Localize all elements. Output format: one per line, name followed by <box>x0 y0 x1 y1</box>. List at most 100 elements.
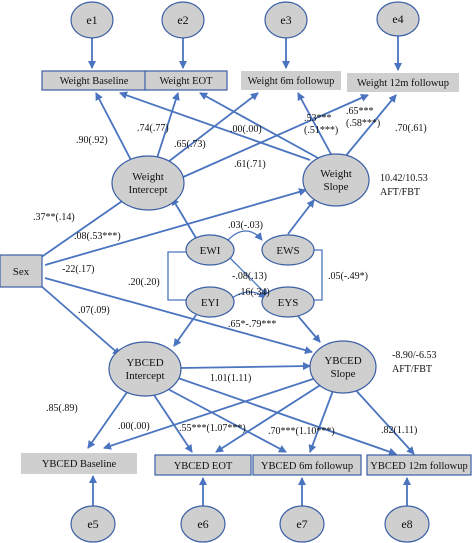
label-wi-weot2: .65(.73) <box>174 139 206 150</box>
label-ws-w6-a: .53*** <box>304 113 332 124</box>
error-e6-label: e6 <box>197 517 208 531</box>
label-yi-yb: .85(.89) <box>46 403 78 414</box>
weight-6m-label: Weight 6m followup <box>248 76 335 87</box>
latent-factors: Weight Intercept Weight Slope YBCED Inte… <box>108 153 377 397</box>
ybced-slope-line2: Slope <box>330 368 355 380</box>
yi-to-y12-arrow <box>177 377 397 456</box>
path-labels: .90(.92) .74(.77) .65(.73) .00(.00) .53*… <box>33 106 427 437</box>
ewi-eyi-cov <box>167 251 192 301</box>
ybced-6m-label: YBCED 6m followup <box>261 461 353 472</box>
residual-arrows <box>167 197 323 347</box>
label-wi-wb: .90(.92) <box>76 135 108 146</box>
error-terms-bottom: e5 e6 e7 e8 <box>70 475 430 543</box>
label-sex-ws: .08(.53***) <box>74 231 121 242</box>
sex-to-ys-arrow <box>44 277 313 354</box>
weight-boxes: Weight Baseline Weight EOT Weight 6m fol… <box>41 70 459 92</box>
sex-to-wi-arrow <box>39 196 129 259</box>
weight-slope-node <box>302 153 370 207</box>
sex-node: Sex <box>0 254 43 288</box>
eyi-label: EYI <box>201 297 220 309</box>
sex-arrows <box>39 188 313 356</box>
error-e5-label: e5 <box>87 517 98 531</box>
weight-slope-line1: Weight <box>320 168 352 180</box>
ewi-eys-cov <box>227 255 269 297</box>
ewi-label: EWI <box>200 245 221 257</box>
eys-to-ys-arrow <box>297 315 321 343</box>
weight-slope-mean-line2: AFT/FBT <box>380 187 420 198</box>
weight-intercept-line1: Weight <box>132 171 164 183</box>
error-e6 <box>180 505 226 543</box>
ybced-eot-box <box>154 454 252 476</box>
ybced-intercept-node <box>108 341 182 397</box>
ybced-loading-arrows <box>87 362 415 456</box>
weight-12m-box <box>347 73 459 92</box>
ys-to-yeot-arrow <box>215 383 323 453</box>
label-ws-w12-c: .70(.61) <box>395 123 427 134</box>
ybced-baseline-label: YBCED Baseline <box>42 459 117 470</box>
error-e3-label: e3 <box>280 13 291 27</box>
label-ws-w12-a: .65*** <box>346 106 374 117</box>
ybced-slope-mean-line2: AFT/FBT <box>392 364 432 375</box>
ews-eys-cov <box>312 249 323 301</box>
label-yi-ys: 1.01(1.11) <box>210 373 251 384</box>
label-wi-weot: .74(.77) <box>137 123 169 134</box>
error-e5 <box>70 505 116 543</box>
label-eyi-eys-b: .65*-.79*** <box>228 319 276 330</box>
ews-label: EWS <box>276 245 299 257</box>
ys-to-y12-arrow <box>351 385 415 455</box>
error-e2 <box>161 1 205 39</box>
wi-to-wb-arrow <box>95 92 133 163</box>
ys-to-yb-arrow <box>103 377 317 450</box>
weight-eot-label: Weight EOT <box>159 76 213 87</box>
label-sex-wi: .37**(.14) <box>33 212 75 223</box>
weight-intercept-line2: Intercept <box>128 184 167 196</box>
label-ws-weot: .00(.00) <box>230 124 262 135</box>
yi-to-y6-arrow <box>165 387 287 453</box>
weight-baseline-label: Weight Baseline <box>60 76 129 87</box>
ybced-intercept-line1: YBCED <box>126 357 163 369</box>
weight-eot-box <box>144 70 228 91</box>
ybced-eot-label: YBCED EOT <box>174 461 233 472</box>
ws-to-weot-arrow <box>199 92 319 159</box>
label-ewi-eyi: .20(.20) <box>128 277 160 288</box>
ews-node <box>261 234 315 266</box>
sex-to-ws-arrow <box>44 188 307 266</box>
ybced-slope-mean-line1: -8.90/-6.53 <box>392 350 436 361</box>
yi-to-yb-arrow <box>87 387 131 449</box>
ewi-node <box>185 234 235 266</box>
error-e4 <box>376 1 420 37</box>
ews-to-ws-arrow <box>287 199 315 235</box>
error-e8-label: e8 <box>401 517 412 531</box>
label-ewi-ews: .03(-.03) <box>228 220 263 231</box>
error-e7-label: e7 <box>296 517 307 531</box>
sex-to-yi-arrow <box>39 284 121 356</box>
label-wi-w12: .61(.71) <box>234 159 266 170</box>
ws-to-w6-arrow <box>297 92 333 157</box>
weight-slope-mean-line1: 10.42/10.53 <box>380 173 428 184</box>
yi-to-yeot-arrow <box>151 391 193 453</box>
wi-to-w6-arrow <box>167 92 259 163</box>
label-yi-yeot: .55***(1.07***) <box>179 423 246 434</box>
ybced-12m-box <box>366 454 472 476</box>
ybced-baseline-box <box>21 453 137 474</box>
weight-12m-label: Weight 12m followup <box>357 78 449 89</box>
residual-nodes: EWI EWS EYI EYS <box>185 234 315 318</box>
error-e3 <box>264 1 308 39</box>
ybced-6m-box <box>252 454 362 476</box>
label-ys-y6: .70***(1.10***) <box>268 426 335 437</box>
ws-to-wb-arrow <box>119 91 311 161</box>
wi-to-w12-arrow <box>180 94 369 179</box>
ewi-to-wi-arrow <box>171 197 197 239</box>
label-ys-y12: .82(1.11) <box>381 425 417 436</box>
weight-loading-arrows <box>95 91 397 179</box>
ybced-intercept-line2: Intercept <box>125 370 164 382</box>
ys-to-y6-arrow <box>308 387 335 453</box>
error-e7 <box>279 505 325 543</box>
slope-annotations: 10.42/10.53 AFT/FBT -8.90/-6.53 AFT/FBT <box>380 173 436 375</box>
error-e1 <box>70 1 114 39</box>
label-ews-eys: .05(-.49*) <box>328 271 368 282</box>
error-e4-label: e4 <box>392 12 403 26</box>
label-ws-w12-b: (.58***) <box>346 118 380 129</box>
label-eyi-eys: .16(.34) <box>238 287 270 298</box>
eys-label: EYS <box>278 297 299 309</box>
